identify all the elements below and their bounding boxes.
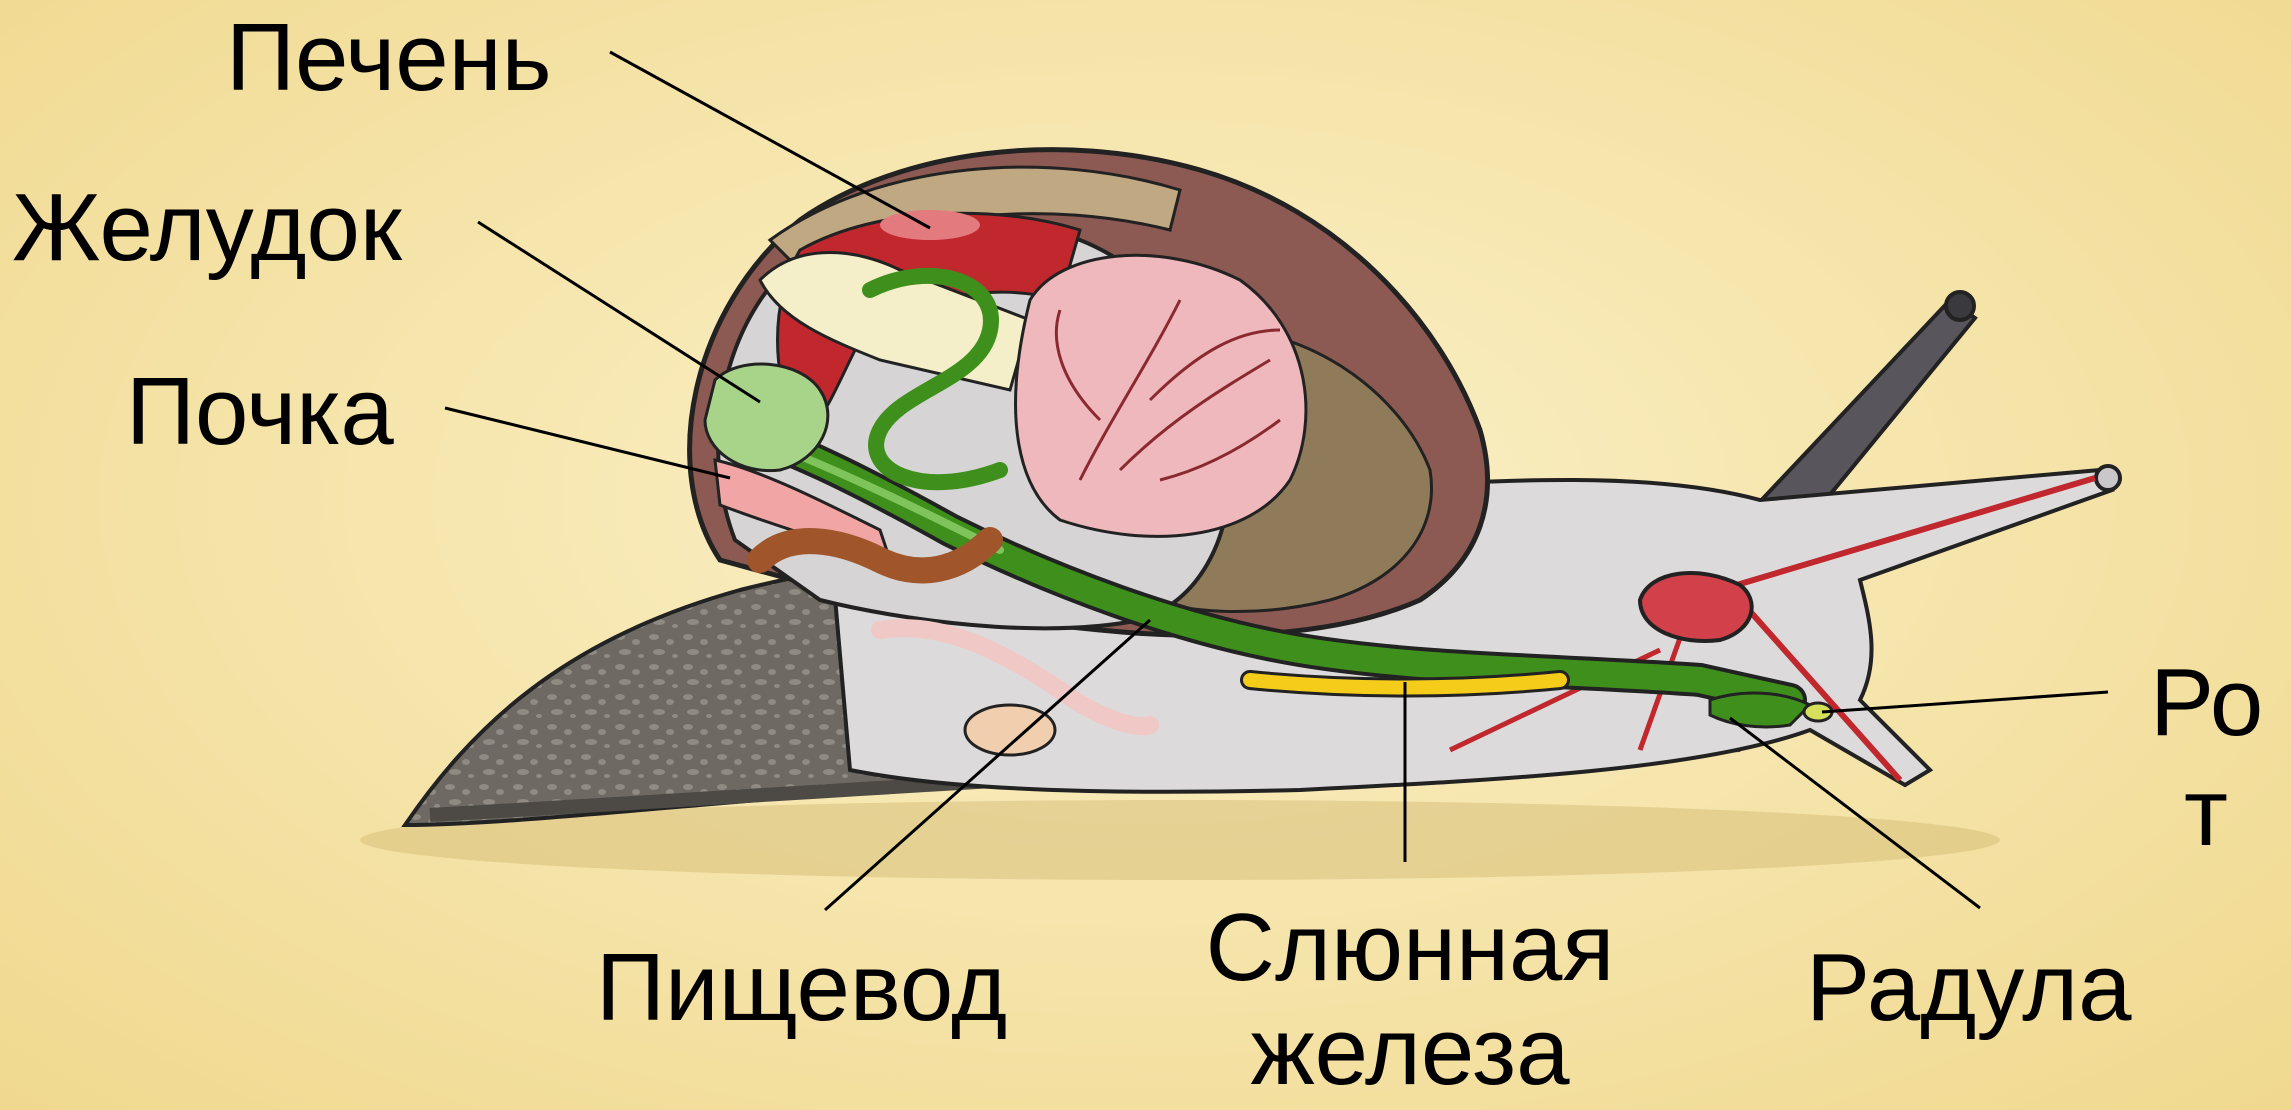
lower-tentacle-tip — [2096, 466, 2120, 490]
label-stomach: Желудок — [12, 180, 402, 276]
lung — [1016, 255, 1306, 536]
label-kidney: Почка — [126, 364, 394, 460]
label-radula: Радула — [1806, 940, 2132, 1036]
label-esophagus: Пищевод — [596, 940, 1007, 1036]
label-salivary-gland: Слюнная железа — [1180, 900, 1640, 1100]
label-salivary-gland-line1: Слюнная — [1180, 900, 1640, 996]
albumen-gland — [965, 705, 1055, 755]
label-mouth-line2: т — [2150, 758, 2263, 868]
label-liver: Печень — [226, 10, 552, 106]
label-mouth-line1: Ро — [2150, 648, 2263, 758]
liver-highlight — [880, 210, 980, 240]
label-salivary-gland-line2: железа — [1180, 1004, 1640, 1100]
upper-tentacle-eye — [1946, 292, 1974, 320]
label-mouth: Ро т — [2150, 648, 2263, 869]
nerve-ganglion — [1640, 573, 1752, 641]
radula — [1710, 693, 1810, 727]
